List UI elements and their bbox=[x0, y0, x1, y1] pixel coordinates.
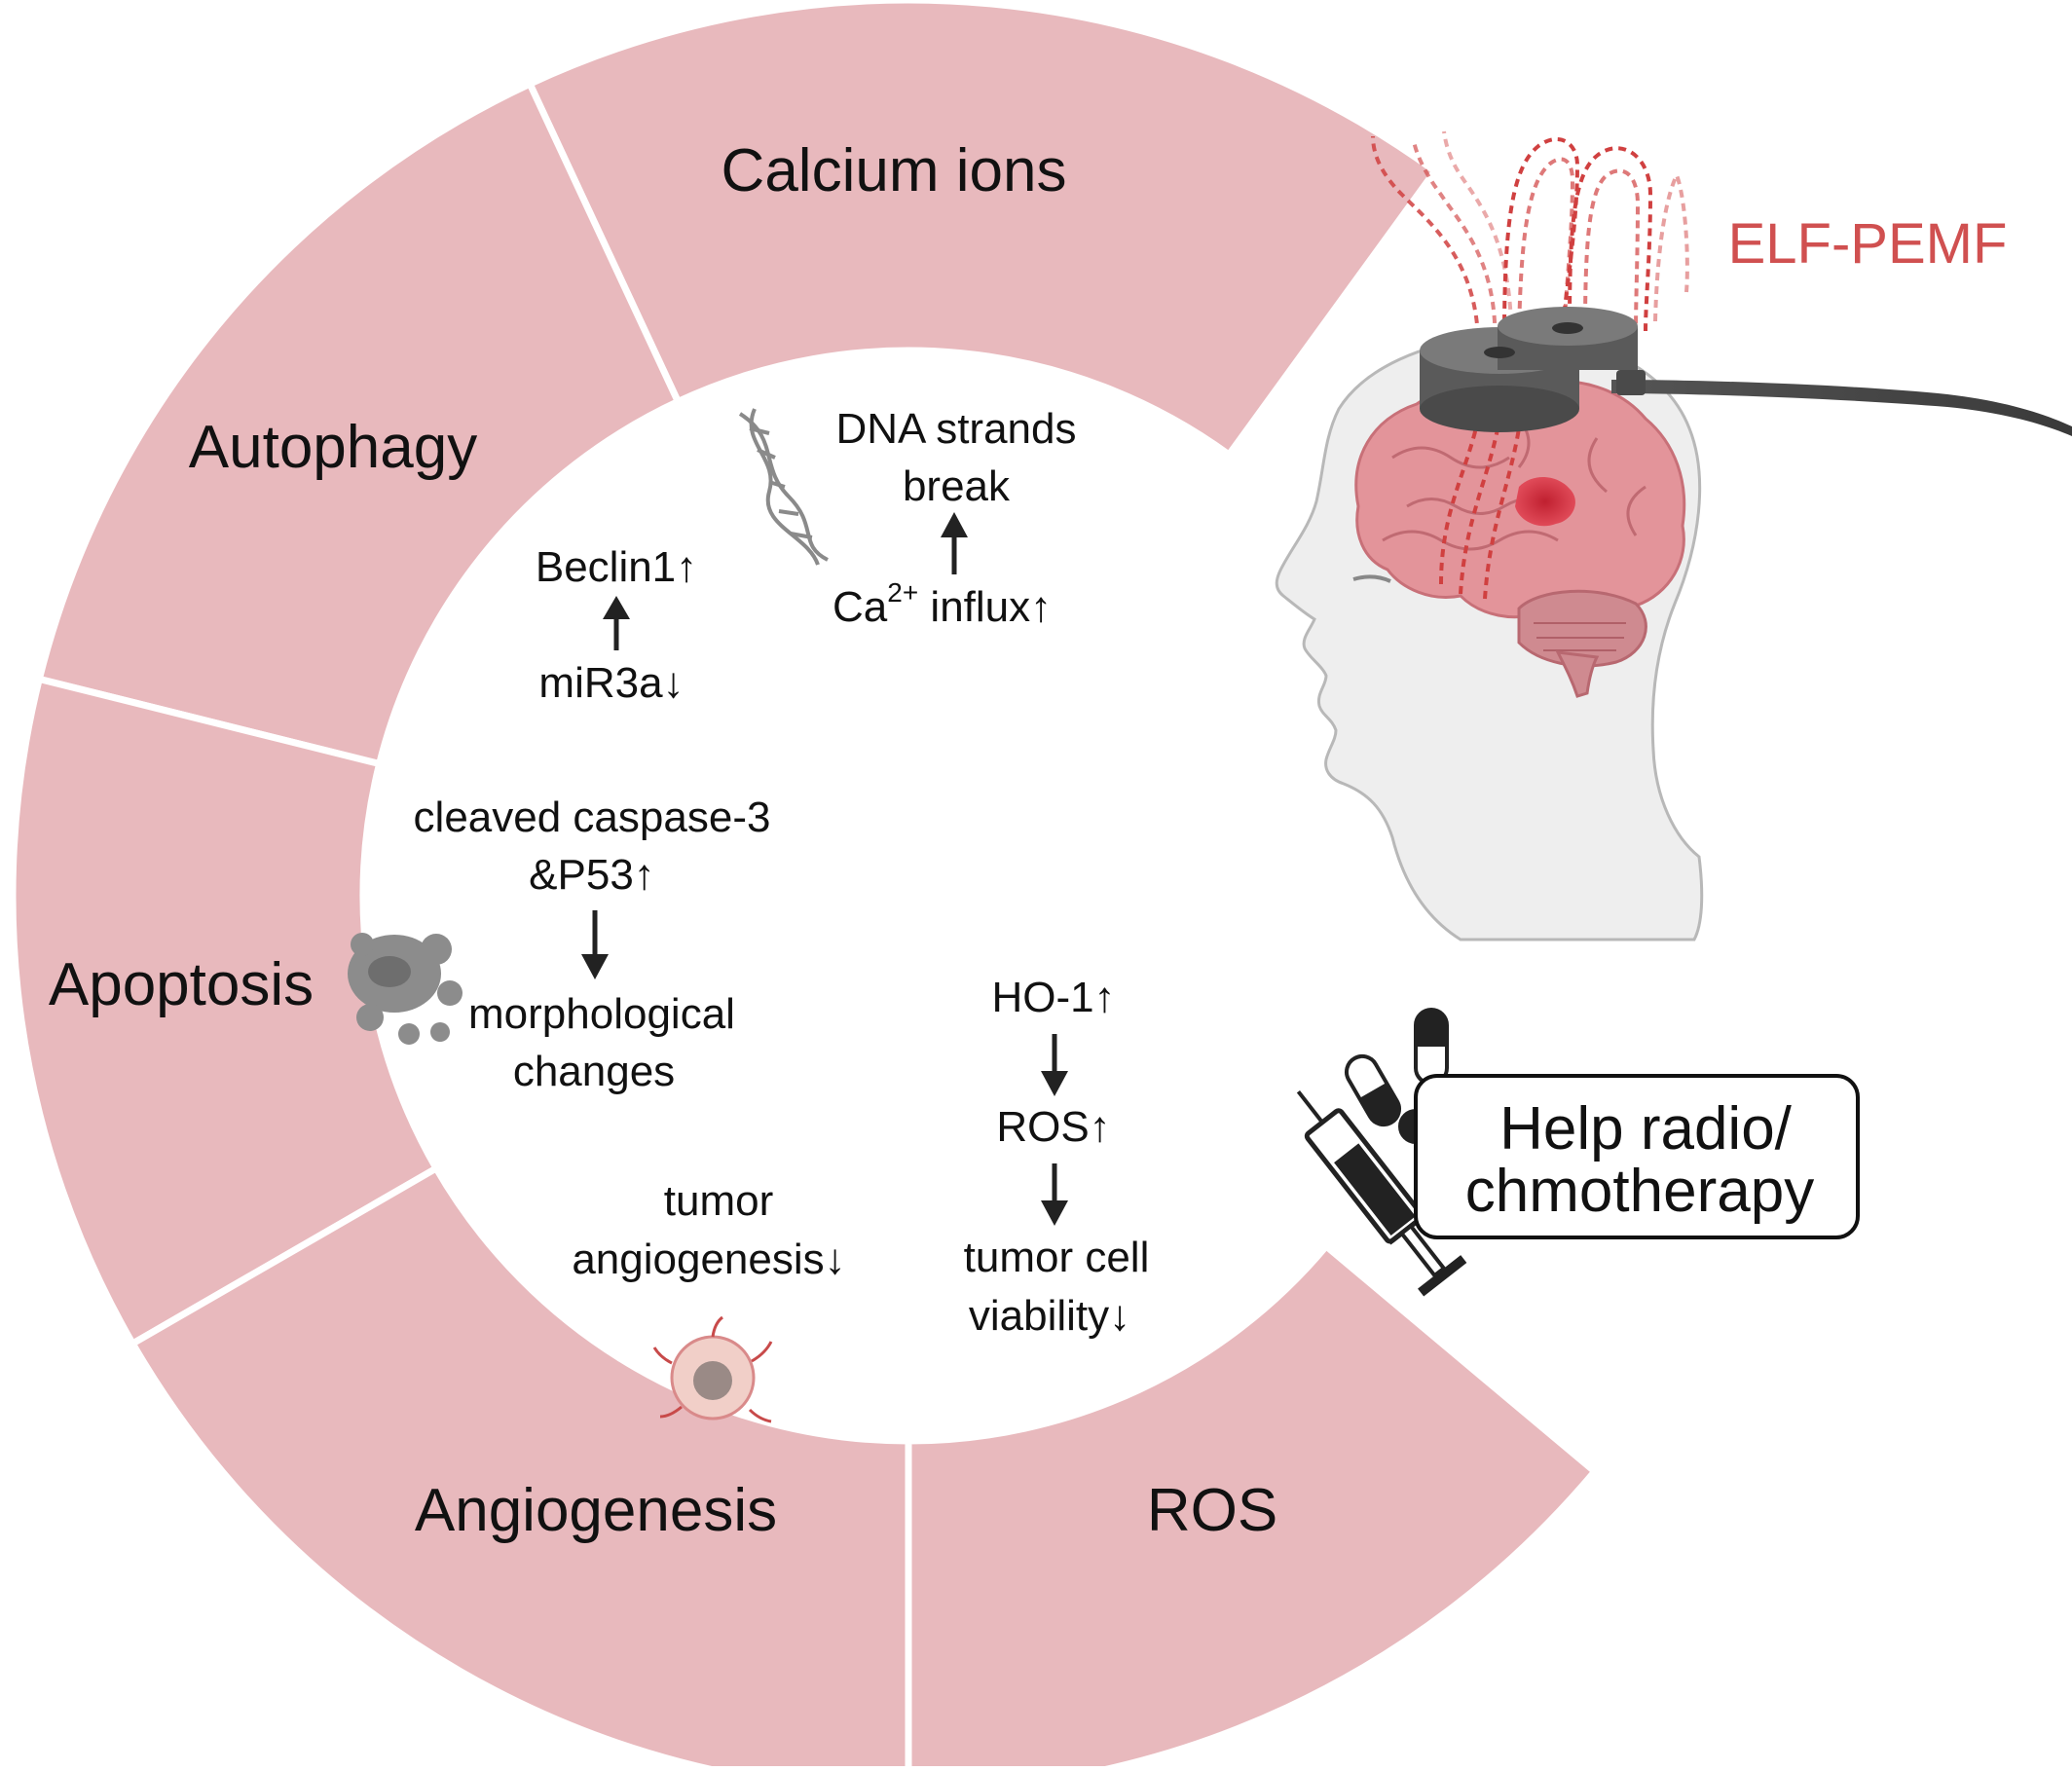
ring-segment-ros bbox=[905, 1241, 1600, 1771]
ho1-label: HO-1↑ bbox=[991, 974, 1115, 1021]
angiogenesis-line1: tumor bbox=[664, 1177, 773, 1225]
therapy-line2: chmotherapy bbox=[1465, 1158, 1814, 1225]
elf-pemf-label: ELF-PEMF bbox=[1728, 212, 2008, 276]
therapy-line1: Help radio/ bbox=[1499, 1095, 1793, 1162]
mechanism-ring bbox=[9, 0, 1600, 1771]
therapy-callout: Help radio/ chmotherapy bbox=[1414, 1074, 1860, 1239]
syringe-icon bbox=[1296, 1089, 1467, 1297]
segment-label-angiogenesis: Angiogenesis bbox=[415, 1477, 777, 1544]
dna-strands-break-line1: DNA strands bbox=[836, 405, 1077, 453]
arrow-caspase-to-morphology bbox=[581, 910, 609, 979]
morphological-line2: changes bbox=[513, 1048, 675, 1095]
ca-suffix: influx↑ bbox=[918, 583, 1052, 631]
tumor-vessel-icon bbox=[652, 1315, 773, 1423]
morphological-line1: morphological bbox=[468, 990, 735, 1038]
ring-segment-calcium-ions bbox=[525, 0, 1440, 460]
arrow-ca-to-dna bbox=[941, 512, 968, 574]
segment-label-ros: ROS bbox=[1147, 1477, 1277, 1544]
dna-strands-break-line2: break bbox=[903, 462, 1011, 510]
ring-segment-apoptosis bbox=[9, 675, 441, 1348]
therapy-callout-box bbox=[1414, 1074, 1860, 1239]
beclin1-label: Beclin1↑ bbox=[536, 543, 697, 591]
segment-label-calcium-ions: Calcium ions bbox=[722, 137, 1067, 204]
caspase-line2: &P53↑ bbox=[529, 851, 655, 899]
segment-label-apoptosis: Apoptosis bbox=[49, 951, 314, 1018]
dna-helix-icon bbox=[738, 408, 829, 566]
ring-segment-autophagy bbox=[35, 79, 683, 768]
ca-superscript: 2+ bbox=[887, 577, 918, 608]
segment-label-autophagy: Autophagy bbox=[189, 414, 477, 481]
brain-icon bbox=[1354, 378, 1686, 698]
arrow-mir-to-beclin bbox=[603, 596, 630, 650]
pemf-coil-device bbox=[1420, 307, 2072, 436]
ca-prefix: Ca bbox=[832, 583, 888, 631]
viability-line1: tumor cell bbox=[964, 1234, 1150, 1281]
apoptotic-cell-icon bbox=[348, 933, 462, 1045]
ros-up-label: ROS↑ bbox=[996, 1103, 1110, 1151]
arrow-ros-to-viability bbox=[1041, 1163, 1068, 1226]
viability-line2: viability↓ bbox=[969, 1292, 1130, 1340]
angiogenesis-line2: angiogenesis↓ bbox=[572, 1236, 845, 1283]
mir3a-label: miR3a↓ bbox=[538, 659, 684, 707]
caspase-line1: cleaved caspase-3 bbox=[414, 793, 771, 841]
ca-influx-label: Ca2+ influx↑ bbox=[832, 577, 1052, 631]
arrow-ho1-to-ros bbox=[1041, 1034, 1068, 1096]
